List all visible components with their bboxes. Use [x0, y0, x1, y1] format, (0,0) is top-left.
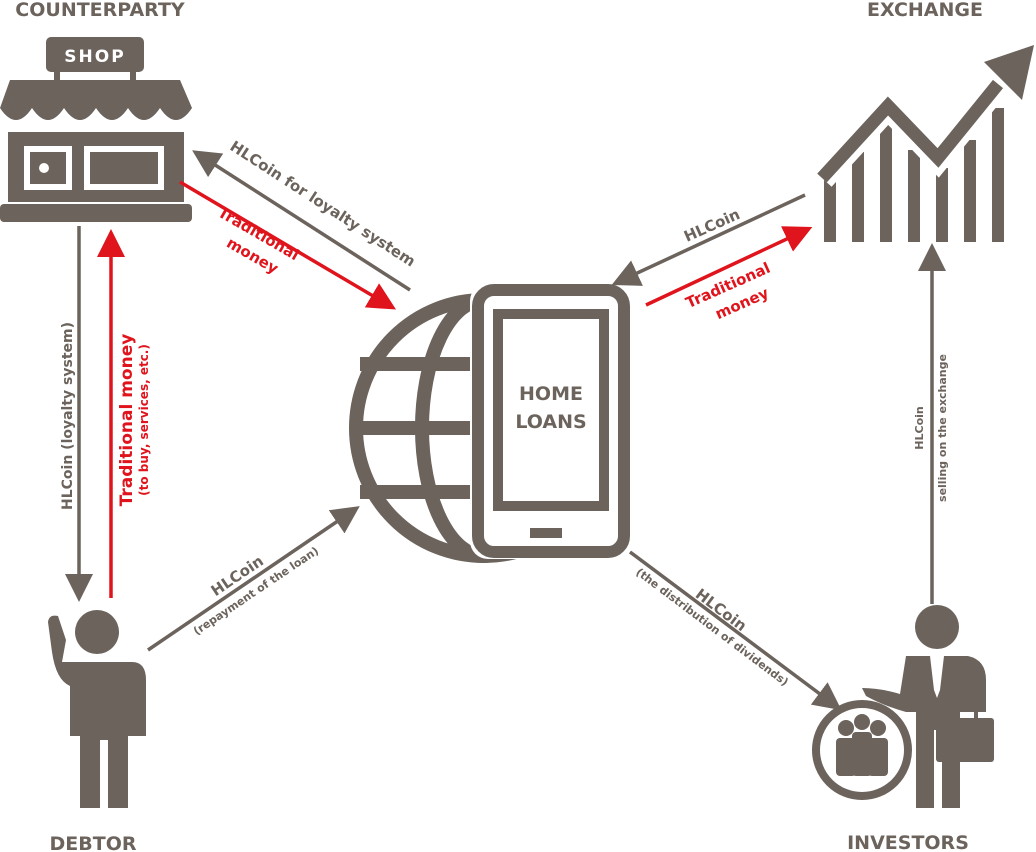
arrow-repayment: [147, 506, 360, 652]
label-money-to-counterparty-sub: (to buy, services, etc.): [137, 344, 151, 496]
arrow-loyalty-to-counterparty: [192, 150, 411, 292]
home-loans-label-line1: HOME: [519, 383, 583, 405]
arrow-dividends: [628, 550, 842, 711]
exchange-title: EXCHANGE: [867, 0, 983, 21]
shop-icon: SHOP: [0, 37, 192, 222]
label-loyalty-to-debtor: HLCoin (loyalty system): [60, 322, 76, 510]
label-selling-line1: HLCoin: [913, 406, 926, 449]
shop-sign-text: SHOP: [64, 47, 125, 67]
counterparty-title: COUNTERPARTY: [15, 0, 185, 21]
arrow-hlcoin-from-exchange: [611, 193, 806, 286]
debtor-icon: [48, 610, 146, 808]
debtor-title: DEBTOR: [50, 833, 137, 852]
exchange-chart-icon: [812, 45, 1034, 242]
label-selling-line2: selling on the exchange: [936, 354, 949, 502]
arrow-money-to-exchange: [645, 226, 813, 307]
label-money-to-counterparty-main: Traditional money: [117, 334, 137, 507]
label-dividends-sub: (the distribution of dividends): [633, 566, 790, 689]
phone-icon: [470, 283, 630, 559]
investors-title: INVESTORS: [847, 832, 969, 852]
home-loans-label-line2: LOANS: [515, 411, 586, 433]
arrow-money-to-platform: [179, 180, 397, 310]
investors-icon: [812, 605, 994, 808]
